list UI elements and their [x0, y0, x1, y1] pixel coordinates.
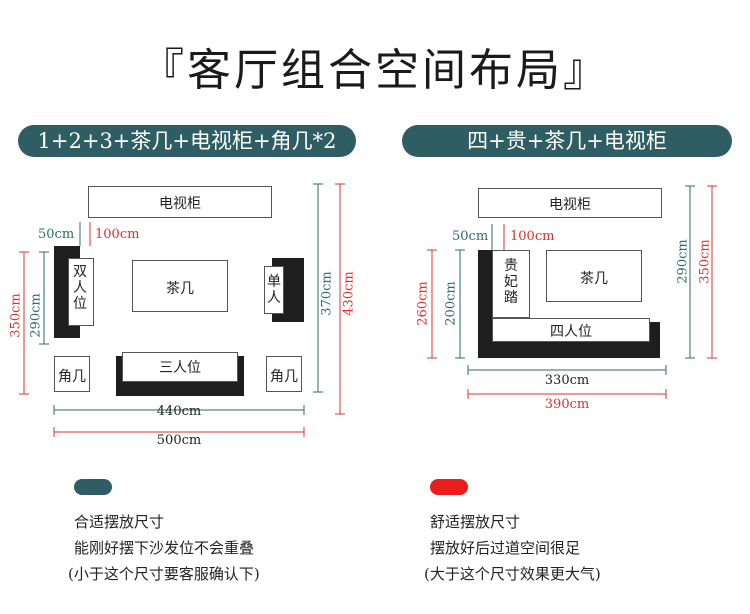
four-seat-cushion [492, 318, 650, 342]
right-dim-390: 390cm [544, 397, 590, 412]
right-dim-50: 50cm [452, 229, 489, 244]
four-seat-label: 四人位 [550, 324, 592, 340]
tv-cabinet-right [478, 188, 662, 218]
coffee-table [132, 260, 228, 312]
right-dim-200: 200cm [443, 281, 459, 326]
single-seat-sofa [272, 258, 304, 322]
right-dim-100: 100cm [510, 229, 555, 244]
legend-right-line2: 摆放好后过道空间很足 [430, 539, 581, 557]
right-dim-260: 260cm [415, 281, 431, 326]
corner-table-right [266, 356, 302, 392]
page-title: 『客厅组合空间布局』 [140, 45, 610, 96]
coffee-table-right-label: 茶几 [580, 271, 608, 287]
double-seat-cushion [68, 258, 94, 326]
legend-left-line1: 合适摆放尺寸 [74, 513, 165, 531]
corner-table-left [54, 356, 90, 392]
corner-table-left-label: 角几 [58, 369, 86, 385]
coffee-table-label: 茶几 [166, 281, 194, 297]
triple-seat-cushion [122, 352, 238, 382]
l-shape-sofa [478, 250, 660, 358]
single-seat-label: 单人 [267, 274, 281, 306]
left-dim-100: 100cm [95, 227, 140, 242]
chaise [492, 250, 530, 318]
right-dim-350: 350cm [697, 239, 713, 284]
tv-cabinet-label: 电视柜 [159, 196, 201, 212]
double-seat-label: 双人位 [73, 264, 87, 312]
double-seat-sofa [54, 246, 80, 338]
tv-cabinet-right-label: 电视柜 [549, 197, 591, 213]
left-dim-370: 370cm [319, 271, 335, 316]
legend-swatch-teal [74, 479, 112, 495]
left-dim-440: 440cm [156, 404, 202, 419]
coffee-table-right [546, 250, 642, 302]
triple-seat-sofa [116, 356, 244, 396]
left-dim-290: 290cm [28, 293, 44, 338]
legend-swatch-red [430, 479, 468, 495]
corner-table-right-label: 角几 [270, 369, 298, 385]
left-plan-header: 1+2+3+茶几+电视柜+角几*2 [18, 125, 356, 157]
legend-right-line1: 舒适摆放尺寸 [430, 513, 521, 531]
single-seat-cushion [264, 266, 284, 314]
left-dim-350: 350cm [8, 293, 24, 338]
triple-seat-label: 三人位 [159, 360, 201, 376]
chaise-label: 贵妃踏 [504, 258, 518, 306]
legend-left-line2: 能刚好摆下沙发位不会重叠 [74, 539, 255, 557]
right-dim-330: 330cm [544, 373, 590, 388]
right-plan-header: 四+贵+茶几+电视柜 [402, 125, 732, 157]
left-dim-50: 50cm [38, 227, 75, 242]
tv-cabinet [88, 186, 272, 218]
right-dim-290: 290cm [675, 239, 691, 284]
legend-right-line3: (大于这个尺寸效果更大气) [424, 565, 601, 583]
legend-left-line3: (小于这个尺寸要客服确认下) [68, 565, 260, 583]
left-dim-430: 430cm [341, 271, 357, 316]
left-dim-500: 500cm [156, 433, 202, 448]
